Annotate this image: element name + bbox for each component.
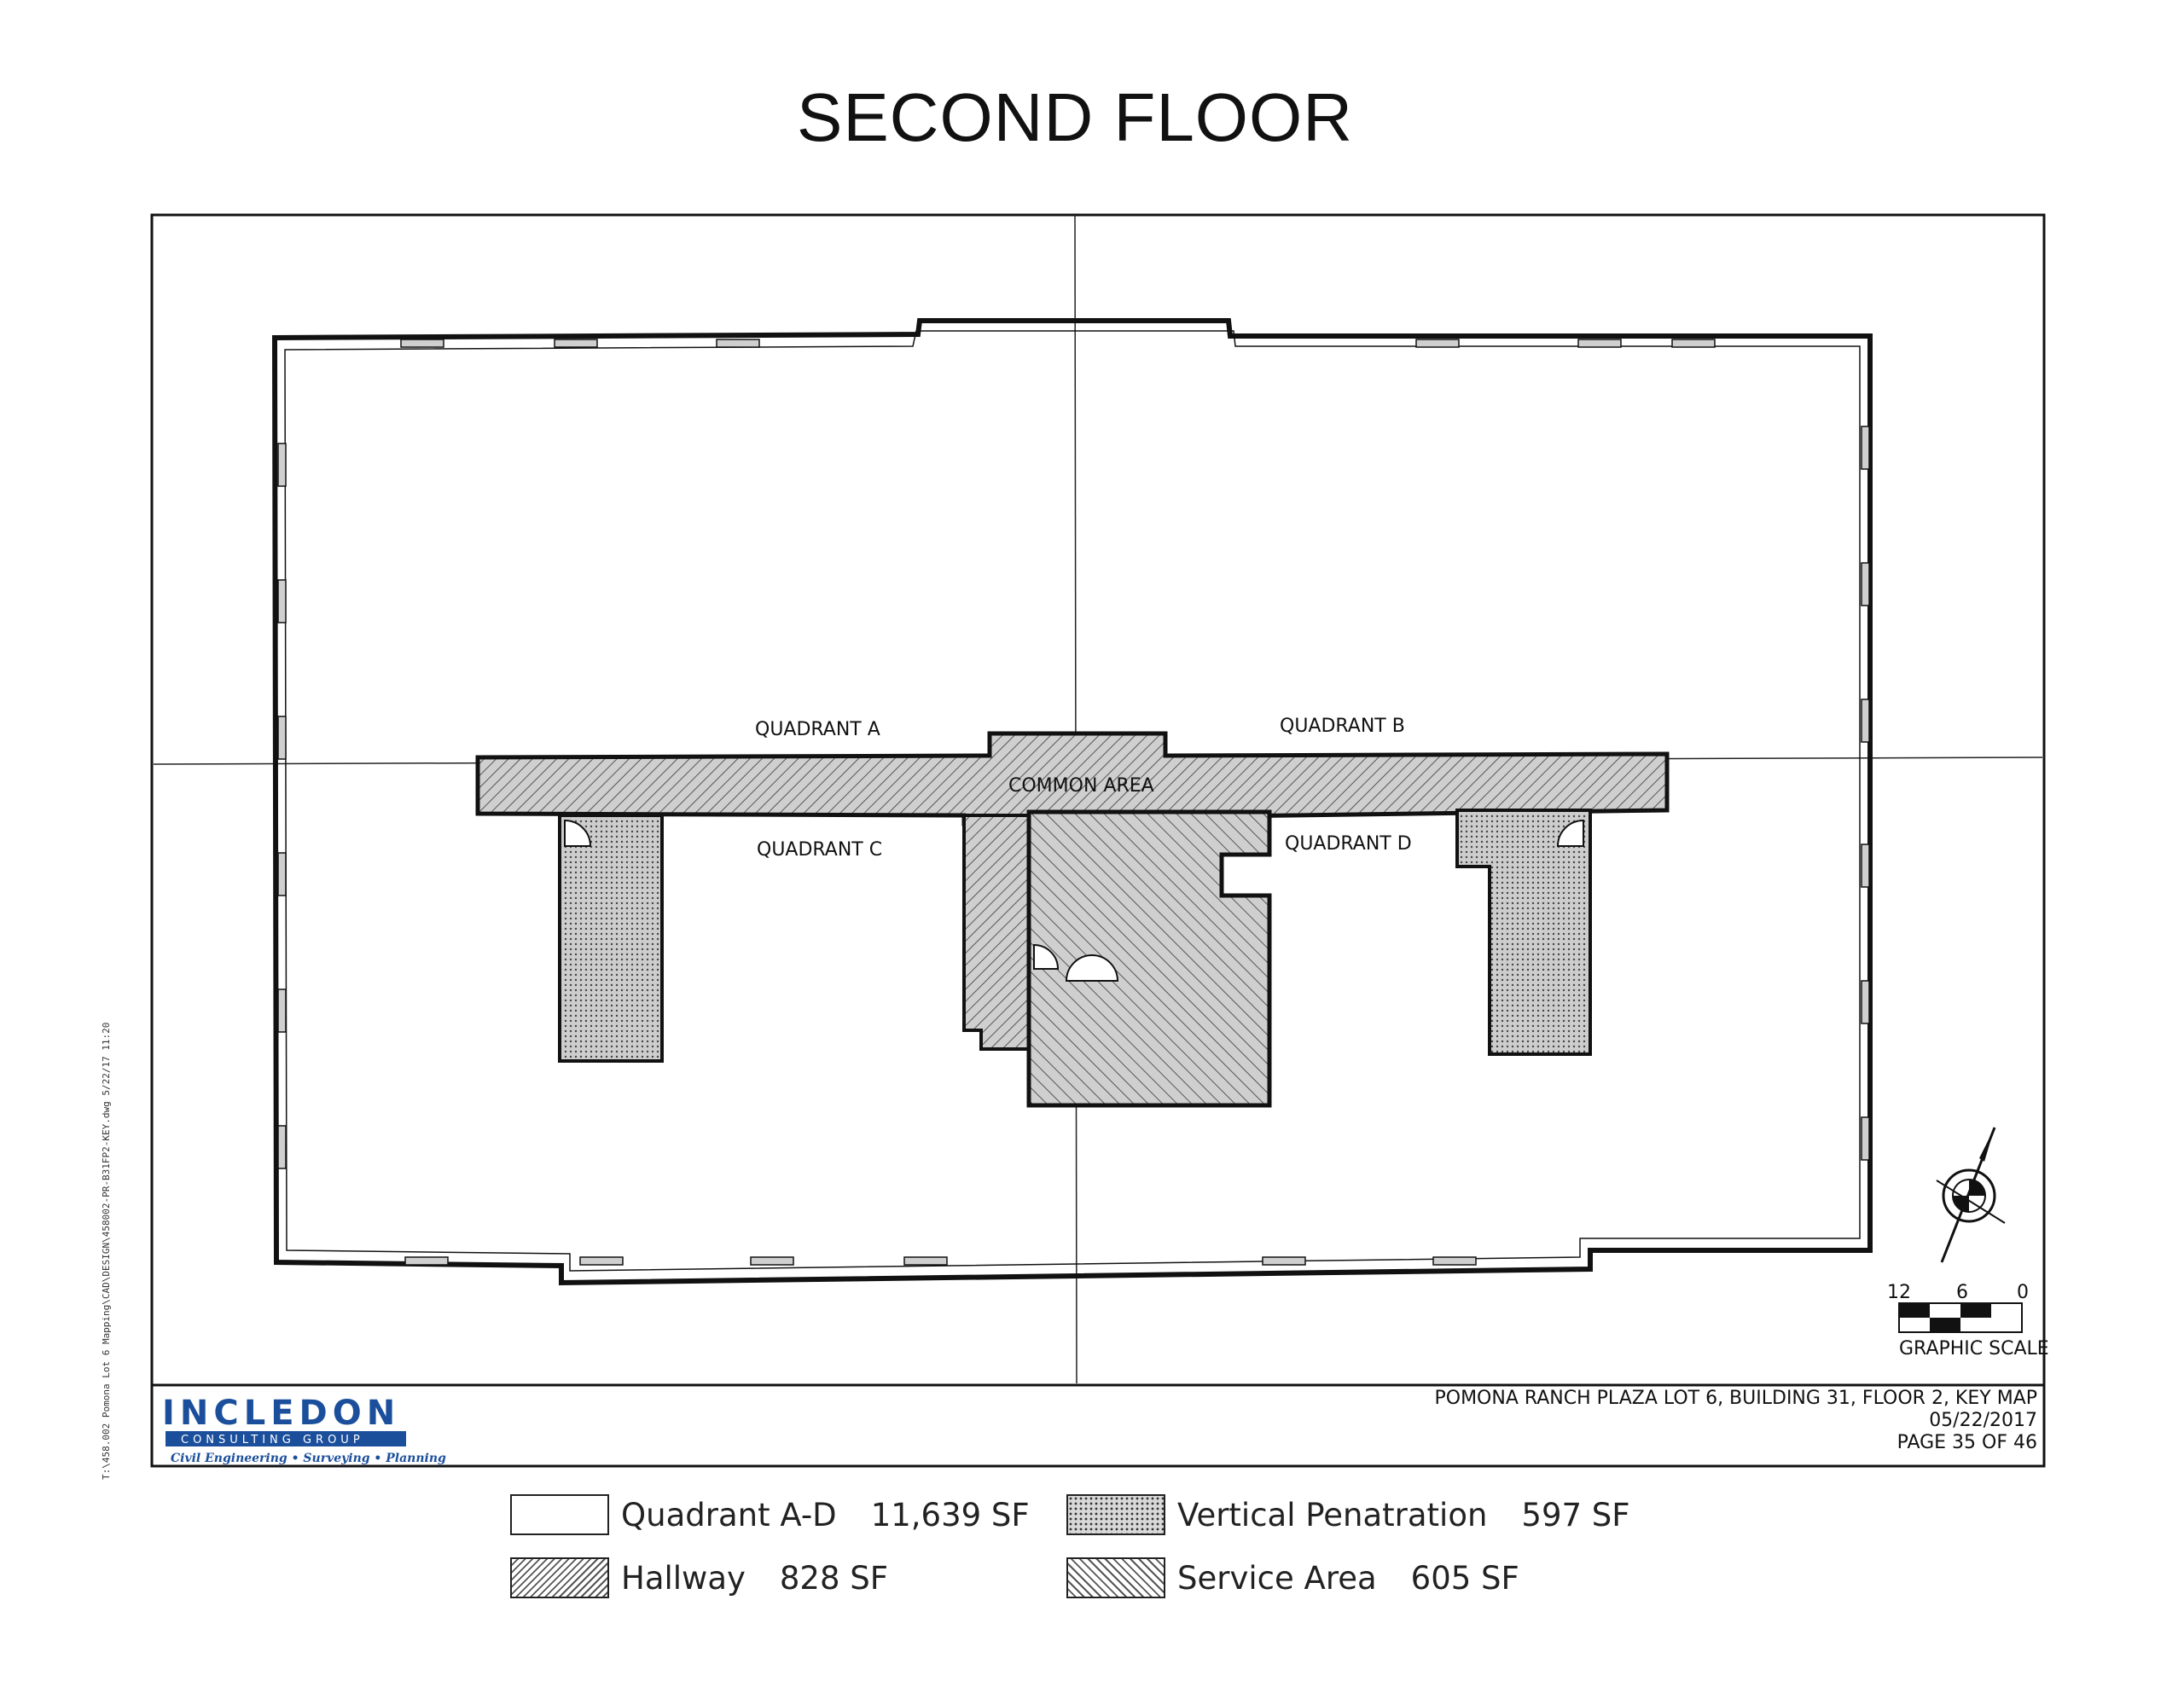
hallway-connector: [962, 814, 1031, 1051]
sheet-border: [150, 213, 2046, 1468]
legend-area: 605 SF: [1410, 1559, 1519, 1597]
legend-swatch-quadrant: [510, 1494, 609, 1535]
vertical-penetration-left: [558, 814, 664, 1063]
label-quadrant-b: QUADRANT B: [1280, 716, 1405, 737]
legend: Quadrant A-D 11,639 SF Hallway 828 SF Ve…: [510, 1493, 1705, 1612]
door-swing-right: [1556, 819, 1584, 847]
project-name: POMONA RANCH PLAZA LOT 6, BUILDING 31, F…: [1434, 1388, 2037, 1409]
logo-text: INCLEDON: [162, 1394, 400, 1433]
legend-area: 597 SF: [1521, 1496, 1630, 1533]
window-marks: [277, 339, 1870, 1266]
service-area: [1026, 809, 1272, 1108]
vertical-penetration-right: [1455, 809, 1592, 1056]
legend-area: 11,639 SF: [870, 1496, 1030, 1533]
label-quadrant-c: QUADRANT C: [757, 839, 882, 861]
legend-label: Vertical Penatration: [1177, 1496, 1488, 1533]
door-swing-left: [564, 819, 592, 847]
service-door-1: [1033, 943, 1060, 970]
logo-tagline: Civil Engineering • Surveying • Planning: [171, 1452, 446, 1465]
project-date: 05/22/2017: [1929, 1410, 2037, 1431]
label-common-area: COMMON AREA: [1008, 775, 1154, 797]
building-outline: [271, 318, 1873, 1286]
legend-swatch-vertical: [1066, 1494, 1165, 1535]
page-number: PAGE 35 OF 46: [1897, 1432, 2037, 1453]
page-title: SECOND FLOOR: [796, 79, 1354, 155]
legend-label: Service Area: [1177, 1559, 1377, 1597]
building-outline-inner: [284, 330, 1861, 1272]
scale-tick-6: 6: [1956, 1282, 1968, 1303]
legend-label: Hallway: [621, 1559, 746, 1597]
logo-subtitle: CONSULTING GROUP: [181, 1434, 364, 1446]
file-path: T:\458.002 Pomona Lot 6 Mapping\CAD\DESI…: [101, 1022, 112, 1480]
legend-hallway: Hallway 828 SF: [510, 1556, 888, 1600]
service-door-2: [1065, 954, 1119, 982]
scale-tick-12: 12: [1887, 1282, 1911, 1303]
legend-area: 828 SF: [779, 1559, 889, 1597]
scale-label: GRAPHIC SCALE: [1899, 1338, 2049, 1359]
legend-swatch-hallway: [510, 1557, 609, 1598]
north-arrow-icon: [1936, 1127, 2006, 1263]
legend-quadrant: Quadrant A-D 11,639 SF: [510, 1493, 1030, 1537]
label-quadrant-a: QUADRANT A: [755, 719, 880, 740]
company-logo: INCLEDON CONSULTING GROUP Civil Engineer…: [162, 1394, 446, 1465]
graphic-scale: 12 6 0 GRAPHIC SCALE: [1887, 1282, 2049, 1359]
scale-tick-0: 0: [2017, 1282, 2029, 1303]
legend-vertical-penetration: Vertical Penatration 597 SF: [1066, 1493, 1630, 1537]
label-quadrant-d: QUADRANT D: [1285, 833, 1412, 855]
legend-label: Quadrant A-D: [621, 1496, 837, 1533]
legend-swatch-service: [1066, 1557, 1165, 1598]
legend-service-area: Service Area 605 SF: [1066, 1556, 1519, 1600]
